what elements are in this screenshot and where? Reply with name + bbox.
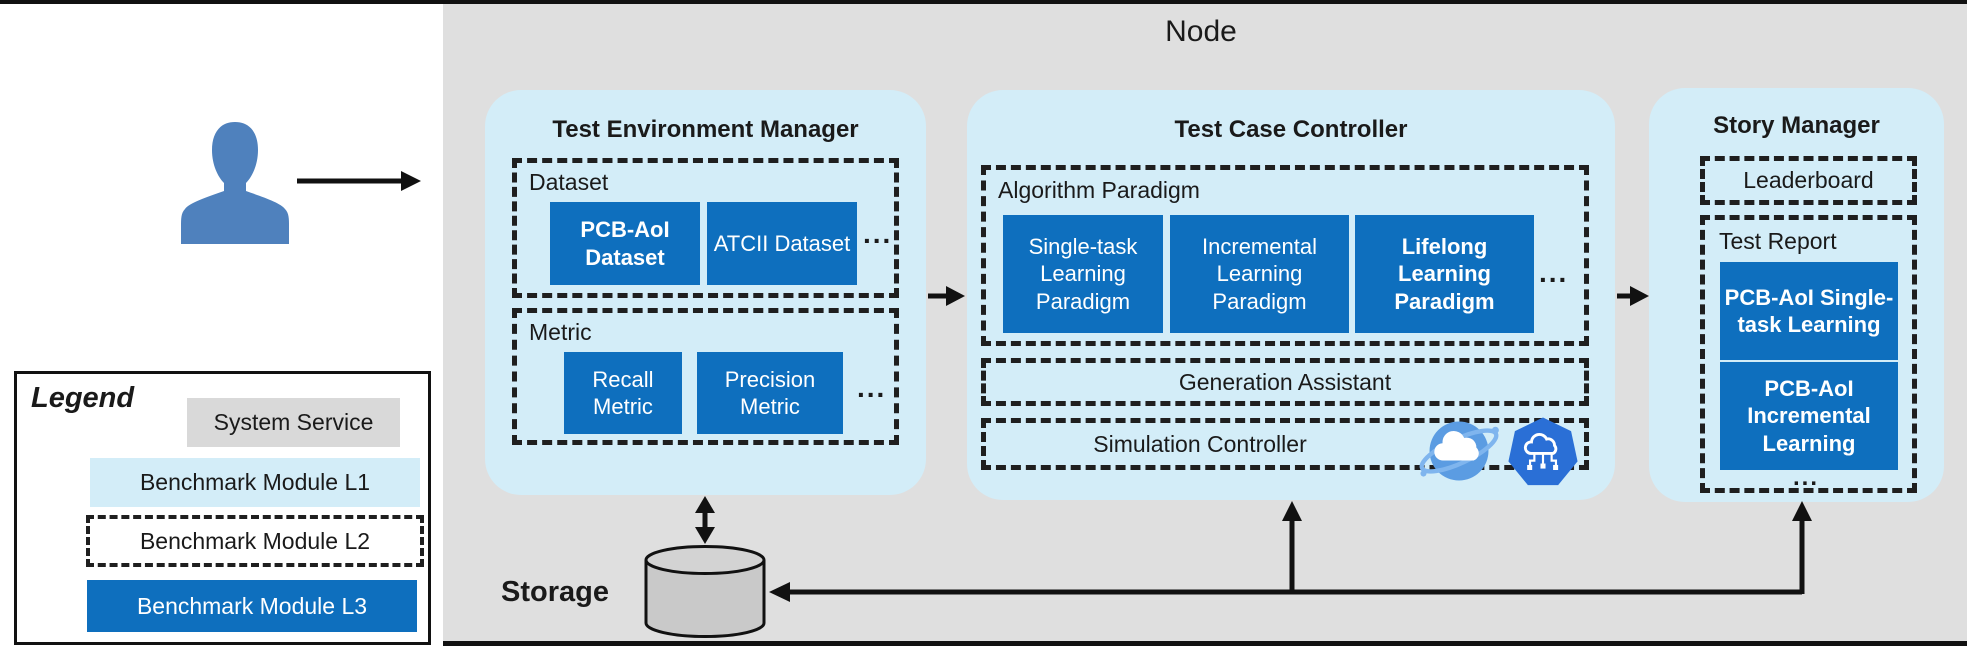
simulation-controller-label: Simulation Controller <box>1093 430 1307 457</box>
generation-assistant-section: Generation Assistant <box>981 358 1589 406</box>
report-more-dots: ... <box>1793 464 1820 491</box>
recall-metric-module: Recall Metric <box>564 352 682 434</box>
metric-more-dots: ... <box>857 372 887 403</box>
report-incremental-module: PCB-AoI Incremental Learning <box>1720 362 1898 470</box>
tem-title: Test Environment Manager <box>552 116 859 143</box>
node-title: Node <box>1165 15 1237 48</box>
person-icon <box>175 118 295 244</box>
legend-system-service: System Service <box>187 398 400 447</box>
precision-metric-module: Precision Metric <box>697 352 843 434</box>
dataset-more-dots: ... <box>863 218 893 249</box>
legend-benchmark-l2: Benchmark Module L2 <box>86 515 424 567</box>
test-report-section: Test Report PCB-AoI Single-task Learning… <box>1700 215 1917 493</box>
leaderboard-label: Leaderboard <box>1743 167 1874 193</box>
cloud-orbit-icon <box>1415 412 1503 490</box>
algorithm-paradigm-label: Algorithm Paradigm <box>998 177 1200 203</box>
atcii-dataset-module: ATCII Dataset <box>707 202 857 285</box>
story-manager: Story Manager Leaderboard Test Report PC… <box>1649 88 1944 502</box>
legend-benchmark-l3: Benchmark Module L3 <box>87 580 417 632</box>
test-report-label: Test Report <box>1719 228 1837 254</box>
single-task-paradigm-module: Single-task Learning Paradigm <box>1003 215 1163 333</box>
metric-label: Metric <box>529 319 592 345</box>
generation-assistant-label: Generation Assistant <box>1178 368 1392 395</box>
database-cylinder-icon <box>643 543 767 639</box>
legend-box: Legend System Service Benchmark Module L… <box>14 371 431 645</box>
tcc-title: Test Case Controller <box>1174 116 1408 143</box>
story-manager-title: Story Manager <box>1713 112 1880 139</box>
legend-title: Legend <box>31 382 135 414</box>
incremental-paradigm-module: Incremental Learning Paradigm <box>1170 215 1349 333</box>
user-to-tem-arrow <box>297 171 421 191</box>
test-case-controller: Test Case Controller Algorithm Paradigm … <box>967 90 1615 500</box>
kubeedge-icon <box>1507 416 1579 488</box>
paradigm-more-dots: ... <box>1539 257 1569 288</box>
leaderboard-section: Leaderboard <box>1700 156 1917 205</box>
pcb-aoi-dataset-module: PCB-AoI Dataset <box>550 202 700 285</box>
simulation-controller-section: Simulation Controller <box>981 418 1589 470</box>
algorithm-paradigm-section: Algorithm Paradigm <box>981 165 1589 346</box>
metric-section: Metric <box>512 308 899 445</box>
legend-benchmark-l1: Benchmark Module L1 <box>90 458 420 507</box>
dataset-label: Dataset <box>529 169 609 195</box>
dataset-section: Dataset <box>512 158 899 298</box>
top-border <box>0 0 1967 4</box>
report-single-task-module: PCB-AoI Single-task Learning <box>1720 262 1898 360</box>
storage-label: Storage <box>501 575 609 608</box>
lifelong-paradigm-module: Lifelong Learning Paradigm <box>1355 215 1534 333</box>
bottom-border <box>443 641 1967 646</box>
test-environment-manager: Test Environment Manager Dataset PCB-AoI… <box>485 90 926 495</box>
